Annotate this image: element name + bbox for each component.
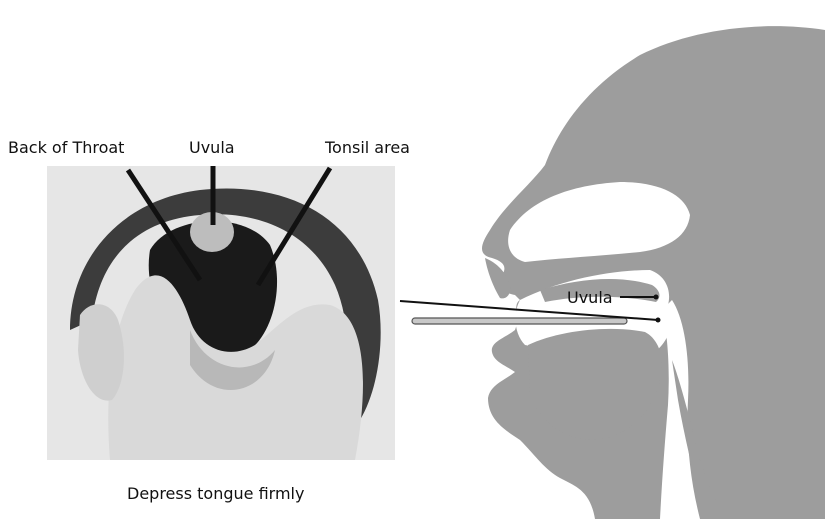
label-uvula-profile: Uvula: [567, 288, 613, 307]
tongue-depressor: [412, 318, 627, 324]
label-back-of-throat: Back of Throat: [8, 138, 124, 157]
mouth-photo: [47, 166, 395, 460]
label-uvula-photo: Uvula: [189, 138, 235, 157]
head-profile: [482, 26, 825, 519]
label-tonsil-area: Tonsil area: [324, 138, 410, 157]
photo-caption: Depress tongue firmly: [127, 484, 304, 503]
pointer-uvula-profile-dot: [654, 295, 659, 300]
connector-end-dot: [656, 318, 661, 323]
depressor-stick: [412, 318, 627, 324]
